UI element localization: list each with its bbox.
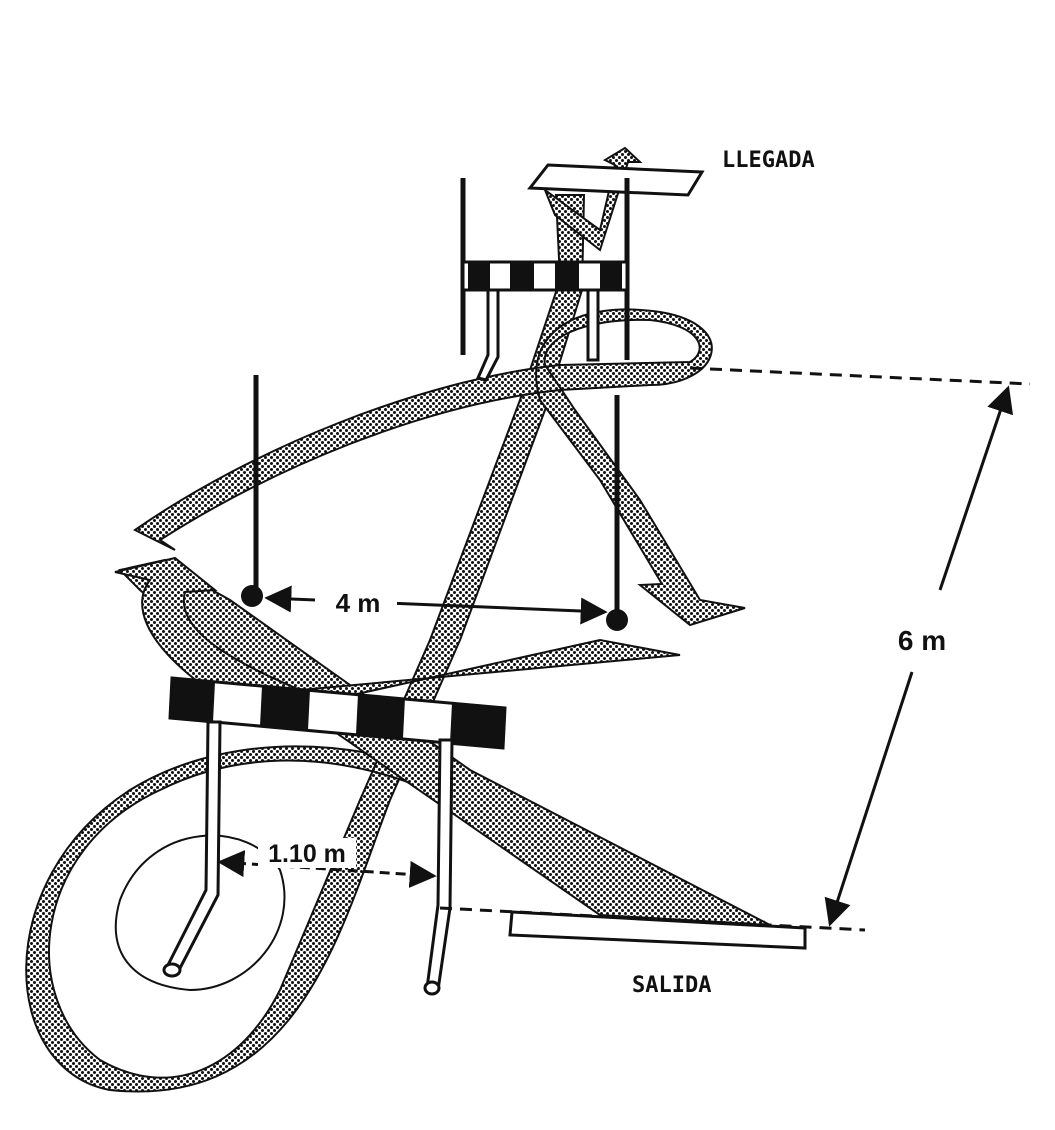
finish-plank <box>527 163 705 197</box>
course-top-dash <box>689 366 1031 386</box>
course-length-line-top <box>938 385 1014 591</box>
main-hurdle <box>162 676 507 996</box>
finish-label: LLEGADA <box>722 148 815 173</box>
path-left-hook <box>114 556 681 722</box>
course-length-line-bottom <box>824 671 914 927</box>
finish-hurdle <box>460 178 630 382</box>
weave-poles <box>241 375 628 631</box>
pole-distance-label: 4 m <box>336 588 381 618</box>
hurdle-width-label: 1.10 m <box>268 840 346 868</box>
path-upper-sweep <box>133 308 746 627</box>
hurdle-width-line <box>217 850 437 888</box>
course-length-label: 6 m <box>898 625 946 656</box>
course-bottom-dash <box>439 906 866 932</box>
start-label: SALIDA <box>632 973 711 998</box>
